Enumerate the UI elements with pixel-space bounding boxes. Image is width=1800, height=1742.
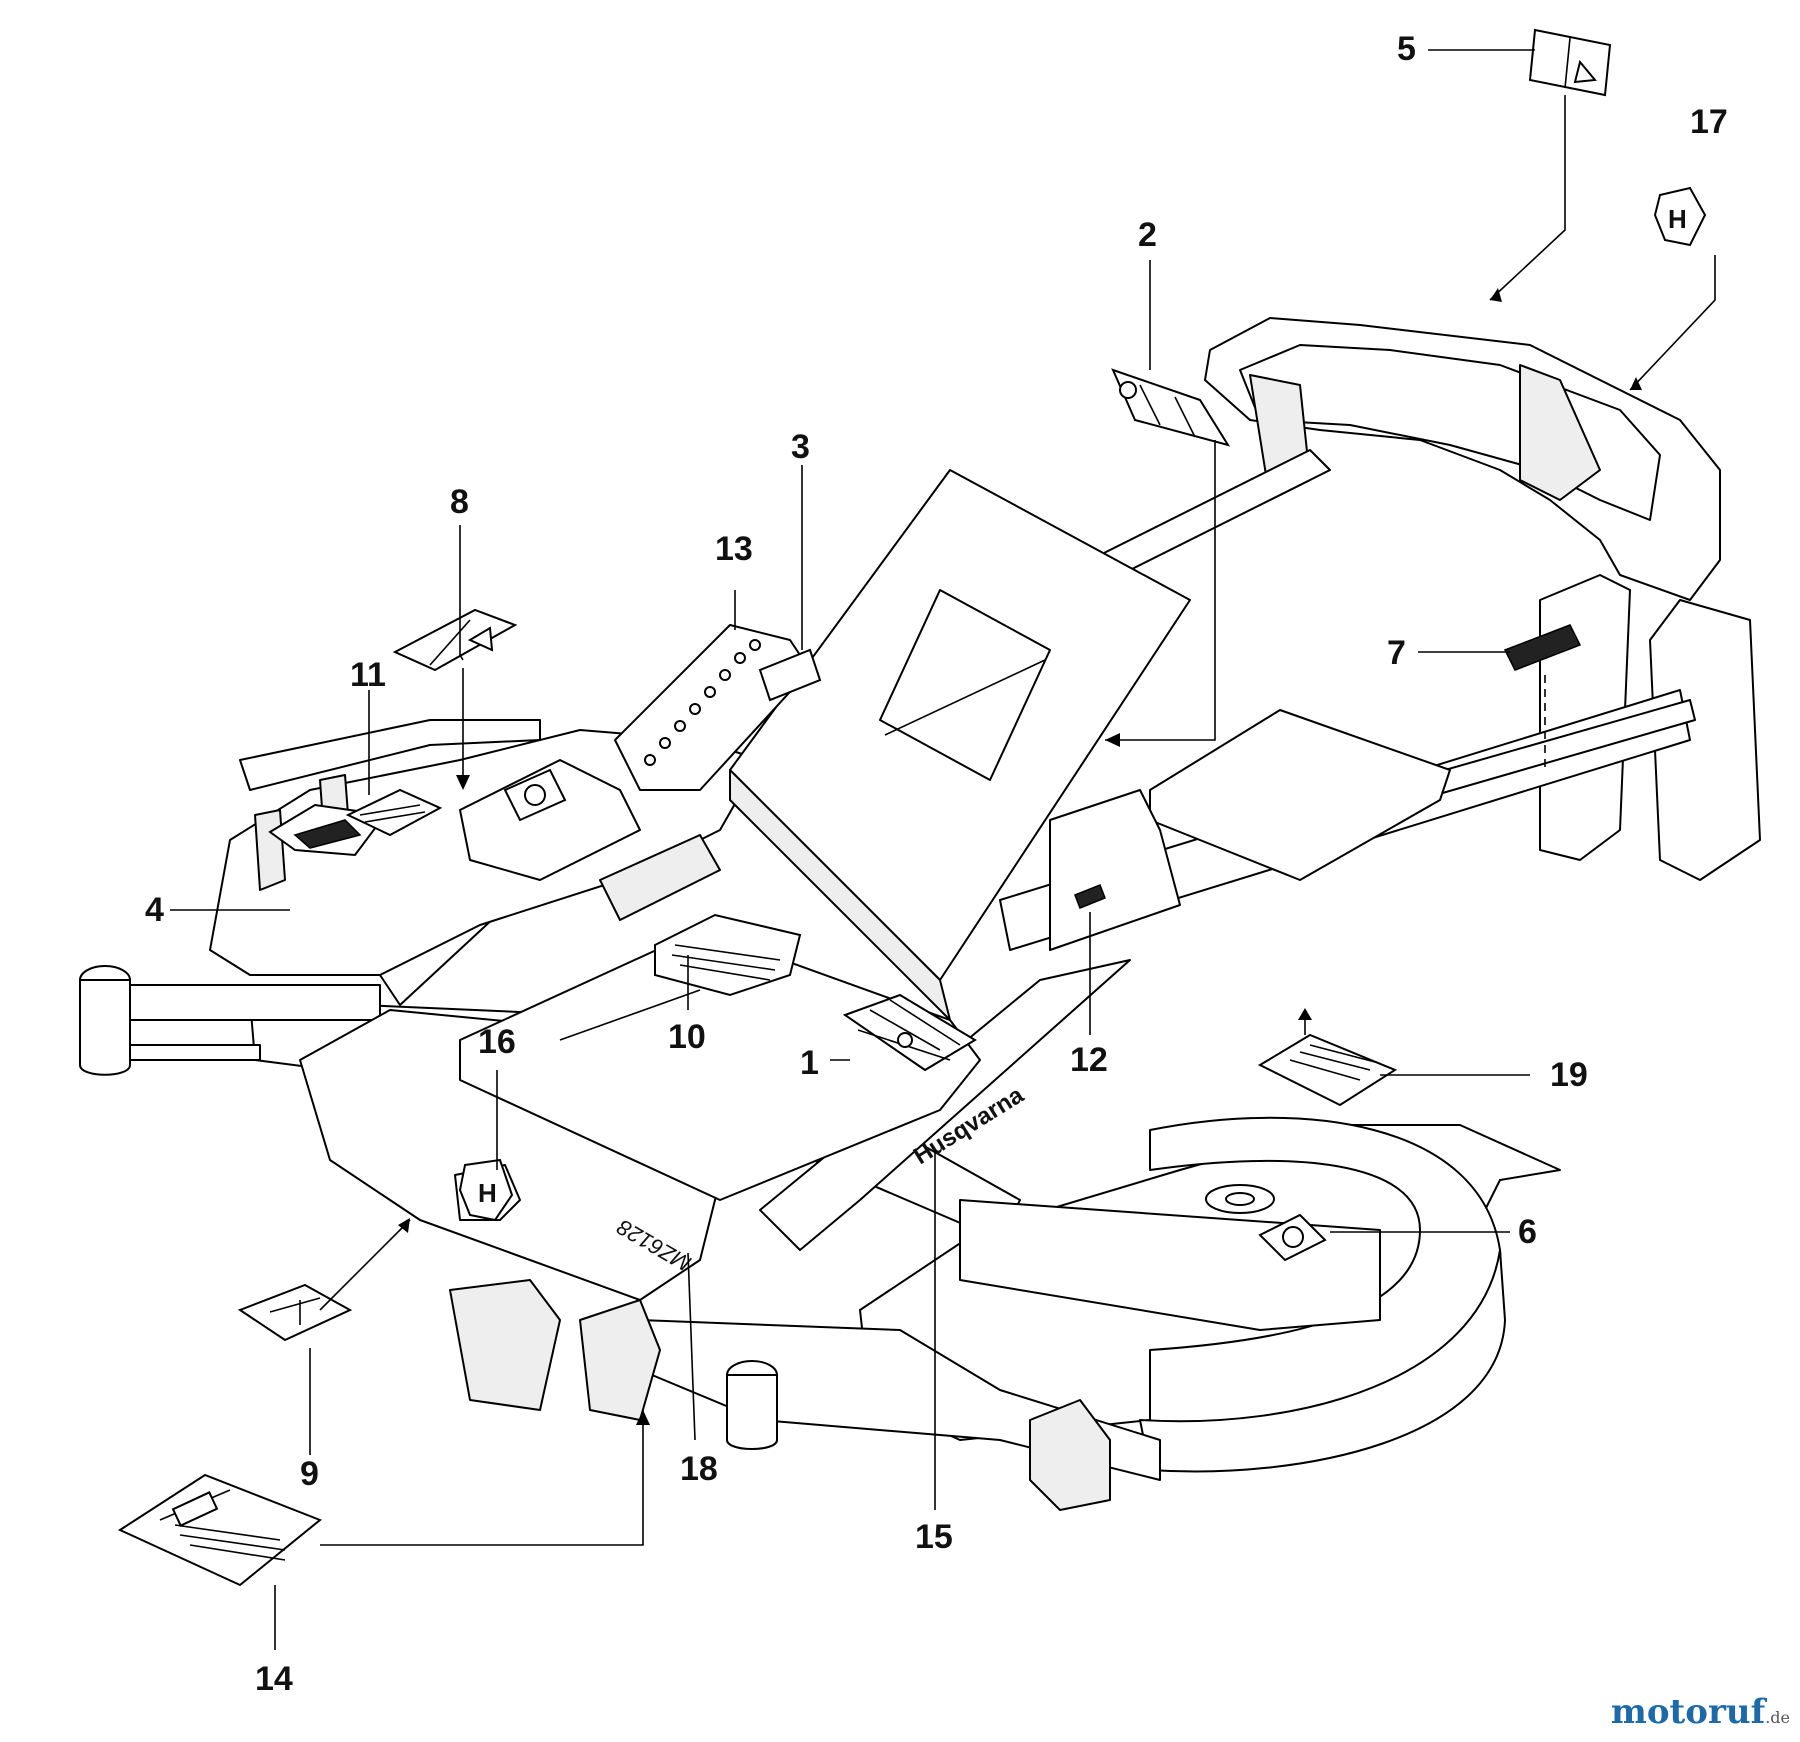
decal-12-small <box>1074 884 1106 909</box>
watermark: motoruf.de <box>1611 1692 1790 1732</box>
decal-6-blade-symbol <box>1258 1213 1327 1262</box>
top-cover-panel <box>729 469 1191 1021</box>
decal-2-loose <box>1111 368 1231 447</box>
callout-3: 3 <box>791 428 810 466</box>
decal-17-logo-loose: H <box>1653 186 1707 247</box>
loose-decals: H <box>117 28 1707 1587</box>
callout-17: 17 <box>1690 103 1728 141</box>
watermark-name: motoruf <box>1610 1692 1766 1732</box>
callout-11: 11 <box>350 656 386 694</box>
height-adjust-scale <box>614 624 811 791</box>
height-scale-marks <box>644 639 761 766</box>
decal-14-loose <box>117 1473 322 1587</box>
blade-lock-symbol-rear <box>503 768 567 822</box>
callout-5: 5 <box>1397 30 1416 68</box>
decal-7-warning <box>1503 624 1582 671</box>
callout-18: 18 <box>680 1450 718 1488</box>
watermark-suffix: .de <box>1765 1708 1790 1727</box>
svg-text:H: H <box>1668 204 1687 234</box>
decal-5-loose <box>1528 28 1612 97</box>
center-deck-area <box>459 834 981 1201</box>
decal-8-loose <box>392 608 518 672</box>
decal-10-warning-text <box>654 913 802 997</box>
callout-4: 4 <box>145 891 164 929</box>
front-left-mount <box>79 965 778 1450</box>
svg-text:H: H <box>478 1178 497 1208</box>
decal-9-loose <box>237 1283 353 1342</box>
callout-8: 8 <box>450 483 469 521</box>
rear-deck-shroud <box>1204 317 1761 881</box>
front-cutter-housing <box>639 1116 1561 1511</box>
callout-19: 19 <box>1550 1056 1588 1094</box>
callout-15: 15 <box>915 1518 953 1556</box>
leader-lines <box>170 49 1716 1650</box>
callout-16: 16 <box>478 1023 516 1061</box>
decal-16-logo: H <box>458 1158 514 1222</box>
decal-19-loose <box>1257 1033 1398 1107</box>
callout-7: 7 <box>1387 634 1406 672</box>
callout-14: 14 <box>255 1660 293 1698</box>
callout-12: 12 <box>1070 1041 1108 1079</box>
decal-11-warning <box>345 788 443 837</box>
callout-13: 13 <box>715 530 753 568</box>
callout-2: 2 <box>1138 216 1157 254</box>
decal-1-safety-pictograms <box>842 993 977 1072</box>
callout-1: 1 <box>800 1044 819 1082</box>
decal-3-control <box>758 648 822 702</box>
callout-6: 6 <box>1518 1213 1537 1251</box>
callout-10: 10 <box>668 1018 706 1056</box>
callout-9: 9 <box>300 1455 319 1493</box>
